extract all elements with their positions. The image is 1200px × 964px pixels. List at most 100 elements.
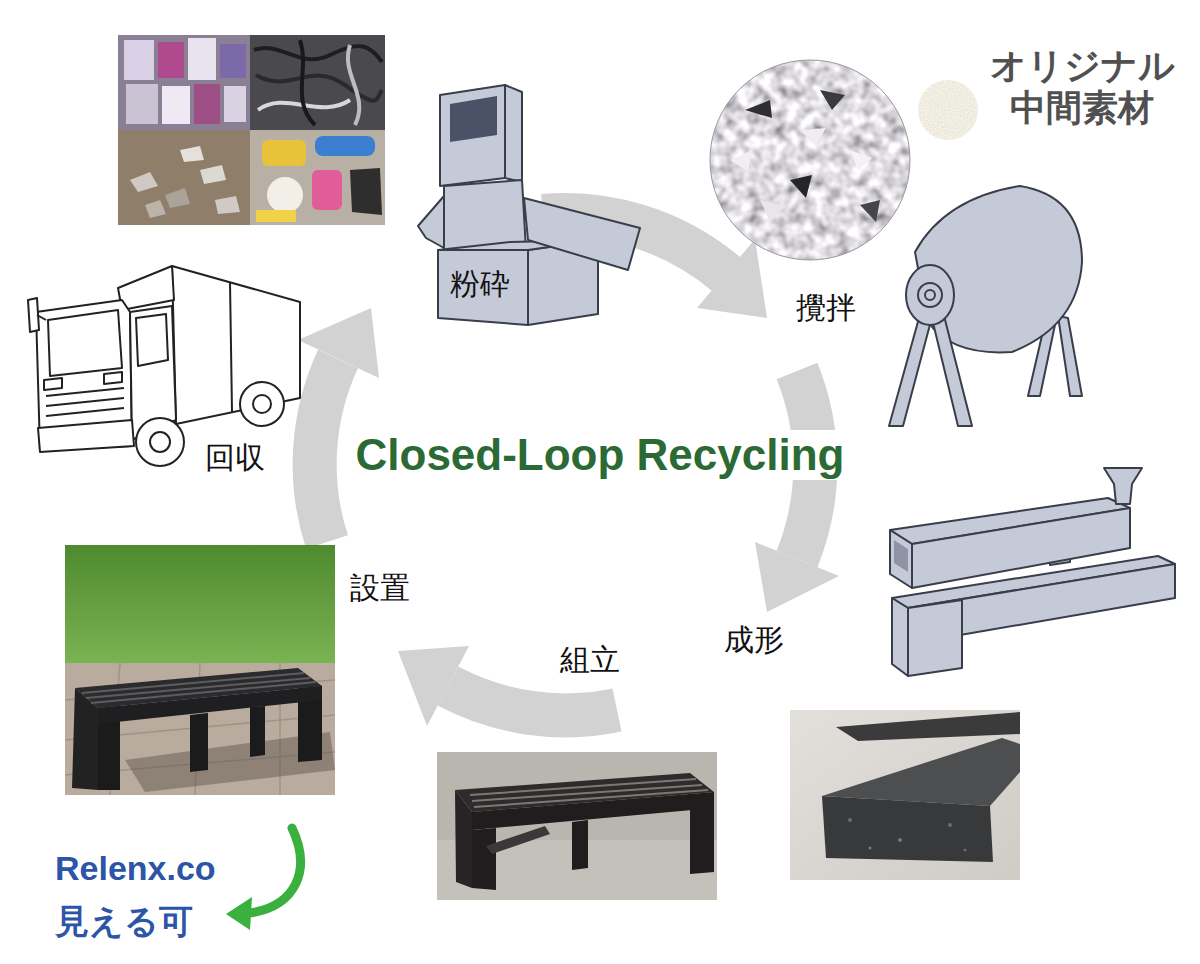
powder-material xyxy=(918,80,978,140)
waste-photo xyxy=(200,165,226,184)
crusher-machine xyxy=(438,250,528,325)
flake-material xyxy=(710,60,910,260)
material-caption: オリジナル 中間素材 xyxy=(982,45,1182,130)
plank-photo xyxy=(790,710,1020,880)
waste-photo xyxy=(215,196,240,214)
waste-photo xyxy=(165,188,190,208)
powder-material xyxy=(918,80,978,140)
waste-photo xyxy=(267,177,303,213)
mixer-machine xyxy=(889,186,1082,426)
flake-material xyxy=(800,128,826,146)
plank-photo xyxy=(948,823,952,827)
mixer-machine xyxy=(1058,316,1082,396)
installed-bench-photo xyxy=(65,545,335,795)
waste-photo xyxy=(350,168,382,215)
installed-bench-photo xyxy=(65,545,335,795)
assembled-bench-photo xyxy=(690,806,714,874)
waste-photo xyxy=(250,35,385,130)
plank-photo xyxy=(822,796,993,862)
waste-photo xyxy=(124,40,154,80)
flake-material xyxy=(710,60,910,260)
waste-photo xyxy=(130,172,158,192)
waste-photo xyxy=(158,42,184,78)
step-label: 攪拌 xyxy=(796,290,856,326)
waste-photo xyxy=(254,46,382,62)
assembled-bench-photo xyxy=(472,792,714,830)
truck-drawing xyxy=(230,282,232,412)
truck-drawing xyxy=(240,382,284,426)
waste-photo xyxy=(254,40,382,125)
mixer-machine xyxy=(918,283,942,307)
loop-arrows xyxy=(398,646,469,726)
extruder-machine xyxy=(892,598,908,676)
truck-drawing xyxy=(38,420,134,452)
assembled-bench-photo xyxy=(472,828,496,890)
green-arrow xyxy=(250,828,300,913)
crusher-machine xyxy=(440,85,505,186)
truck-drawing xyxy=(46,408,124,416)
truck-drawing xyxy=(48,310,122,376)
crusher-machine xyxy=(444,180,526,250)
waste-photo xyxy=(220,44,246,78)
extruder-machine xyxy=(894,540,908,572)
waste-photo xyxy=(194,84,220,124)
loop-arrows xyxy=(448,686,617,715)
flake-material xyxy=(760,200,786,222)
flake-material xyxy=(860,200,880,222)
flake-material xyxy=(850,150,872,170)
waste-photo xyxy=(118,35,385,225)
waste-photo xyxy=(224,86,246,122)
truck-drawing xyxy=(37,315,46,320)
extruder-machine xyxy=(890,530,912,588)
waste-photo xyxy=(118,35,385,225)
waste-photo xyxy=(262,140,306,166)
step-label: 設置 xyxy=(350,570,410,606)
green-arrow xyxy=(226,897,252,930)
crusher-machine xyxy=(418,85,640,325)
diagram-title: Closed-Loop Recycling xyxy=(352,430,849,481)
installed-bench-photo xyxy=(65,663,335,795)
truck-drawing xyxy=(28,266,300,466)
step-label: 成形 xyxy=(724,622,784,658)
loop-arrows xyxy=(755,542,839,612)
extruder-machine xyxy=(908,600,962,676)
flake-material xyxy=(710,60,910,260)
step-label: 回収 xyxy=(205,440,265,476)
loop-arrows xyxy=(315,359,338,542)
crusher-machine xyxy=(418,196,444,248)
waste-photo xyxy=(312,170,342,210)
flake-material xyxy=(730,150,752,172)
installed-bench-photo xyxy=(250,706,265,757)
assembled-bench-photo xyxy=(572,820,588,870)
waste-photo xyxy=(256,210,296,222)
waste-photo xyxy=(300,40,315,125)
crusher-machine xyxy=(418,85,640,325)
truck-drawing xyxy=(44,378,62,390)
plank-photo xyxy=(790,710,1020,880)
plank-photo xyxy=(848,818,852,822)
plank-photo xyxy=(836,712,1020,741)
waste-photo xyxy=(256,75,382,101)
waste-photo xyxy=(348,45,359,125)
waste-photo xyxy=(315,136,375,156)
truck-drawing xyxy=(150,432,170,452)
loop-arrows xyxy=(697,239,767,318)
installed-bench-photo xyxy=(98,686,322,724)
waste-photo xyxy=(188,38,216,80)
truck-drawing xyxy=(118,266,174,310)
flake-material xyxy=(790,175,812,198)
step-label: 組立 xyxy=(560,642,620,678)
flake-material xyxy=(745,100,772,118)
assembled-bench-photo xyxy=(486,826,550,854)
truck-drawing xyxy=(104,372,122,384)
truck-drawing xyxy=(28,266,300,466)
installed-bench-photo xyxy=(190,713,208,772)
truck-drawing xyxy=(136,418,184,466)
waste-photo xyxy=(145,200,166,218)
installed-bench-photo xyxy=(65,545,335,663)
step-label: 粉砕 xyxy=(450,266,510,302)
installed-bench-photo xyxy=(82,673,304,693)
mixer-machine xyxy=(889,186,1082,426)
